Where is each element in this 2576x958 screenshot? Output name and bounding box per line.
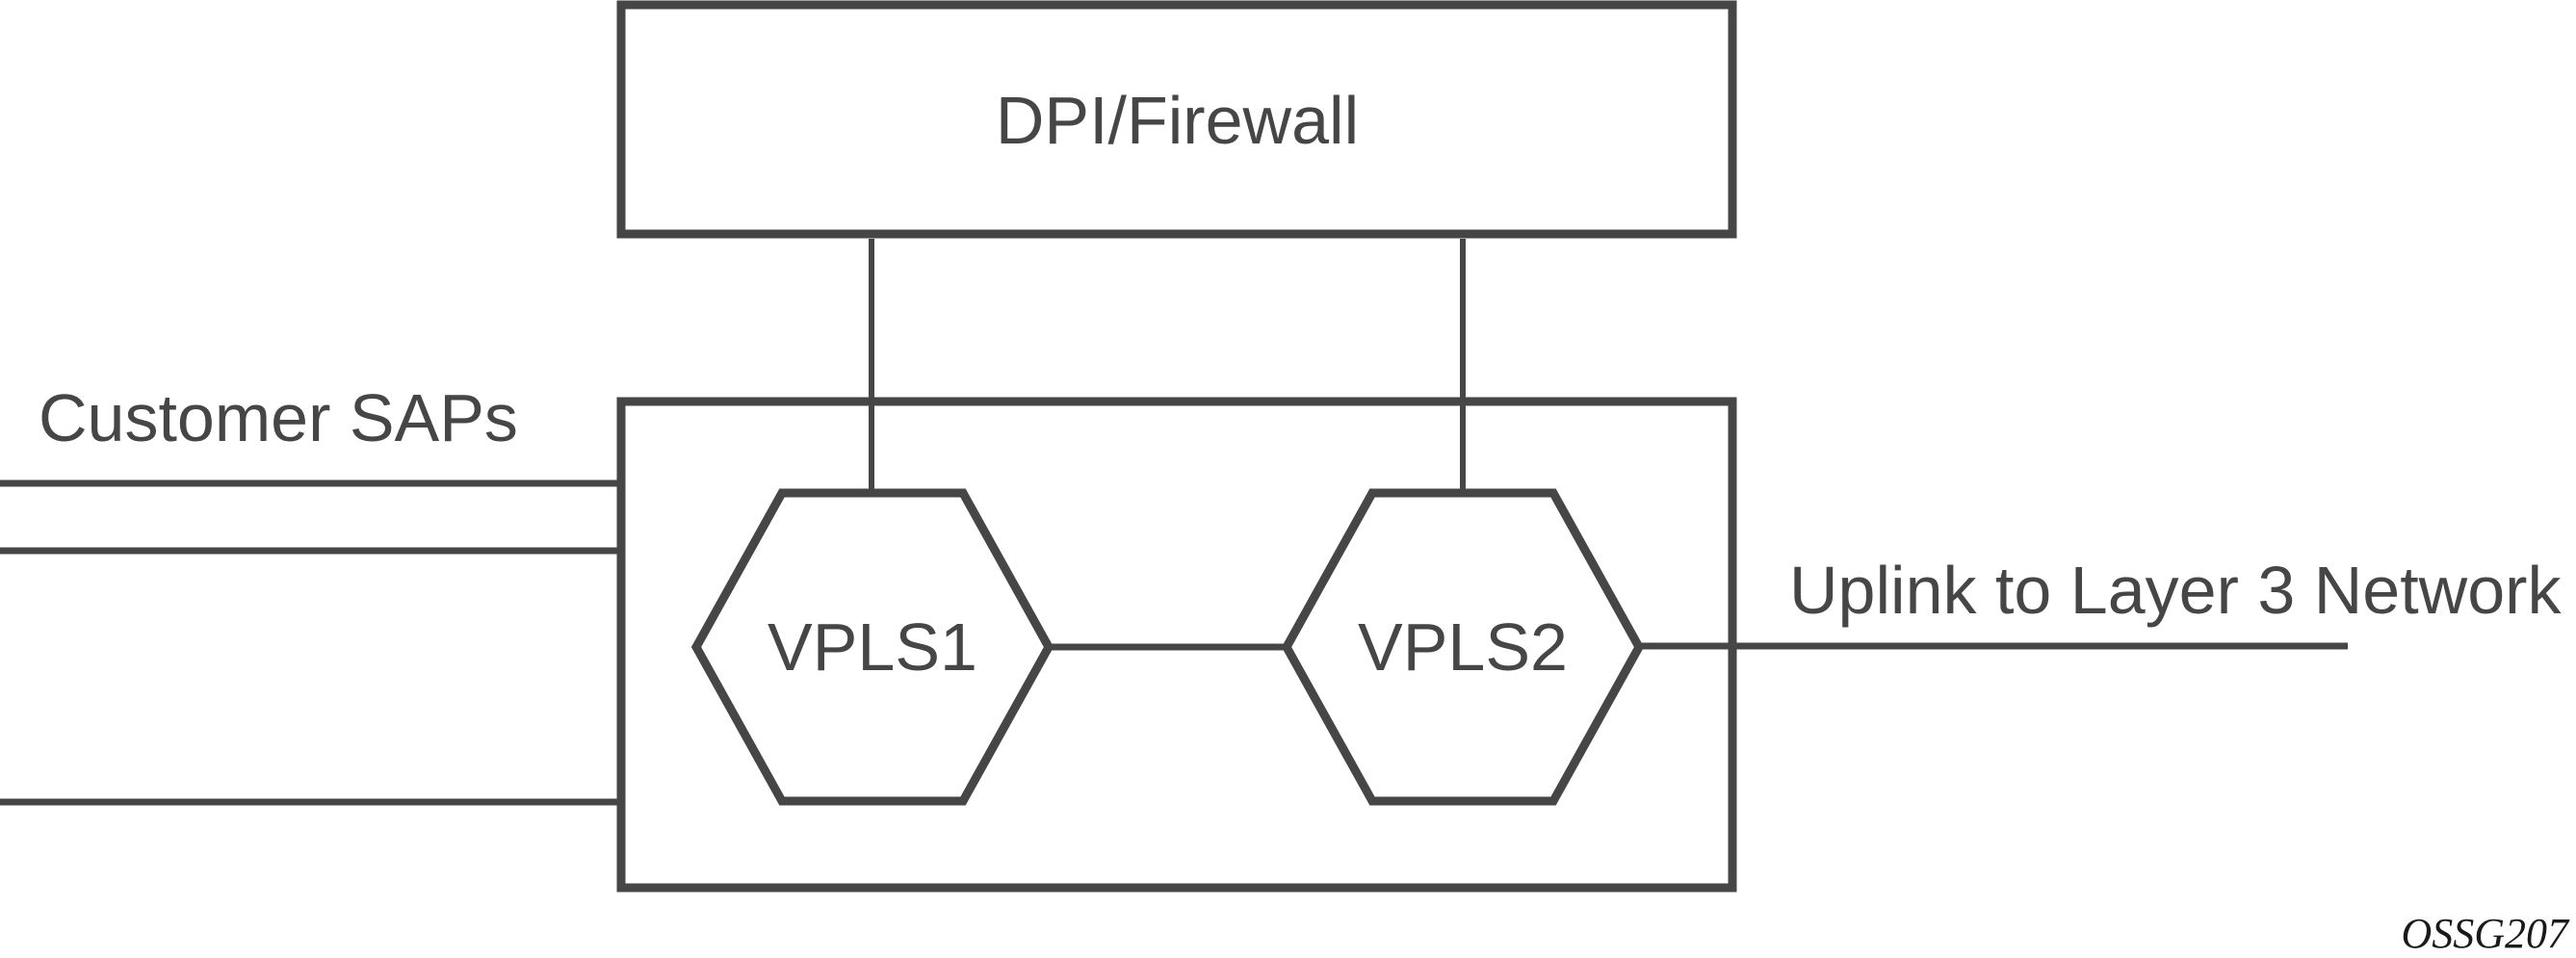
customer-saps-label: Customer SAPs	[39, 380, 518, 455]
figure-id-label: OSSG207	[2401, 910, 2568, 957]
vpls2-hexagon	[1281, 488, 1645, 806]
vpls1-hexagon	[690, 488, 1054, 806]
vpls2-label: VPLS2	[1358, 609, 1568, 685]
dpi-firewall-box	[616, 0, 1737, 239]
dpi-firewall-label: DPI/Firewall	[995, 82, 1360, 158]
uplink-to-layer3-label: Uplink to Layer 3 Network	[1789, 553, 2562, 628]
vpls1-label: VPLS1	[768, 609, 977, 685]
